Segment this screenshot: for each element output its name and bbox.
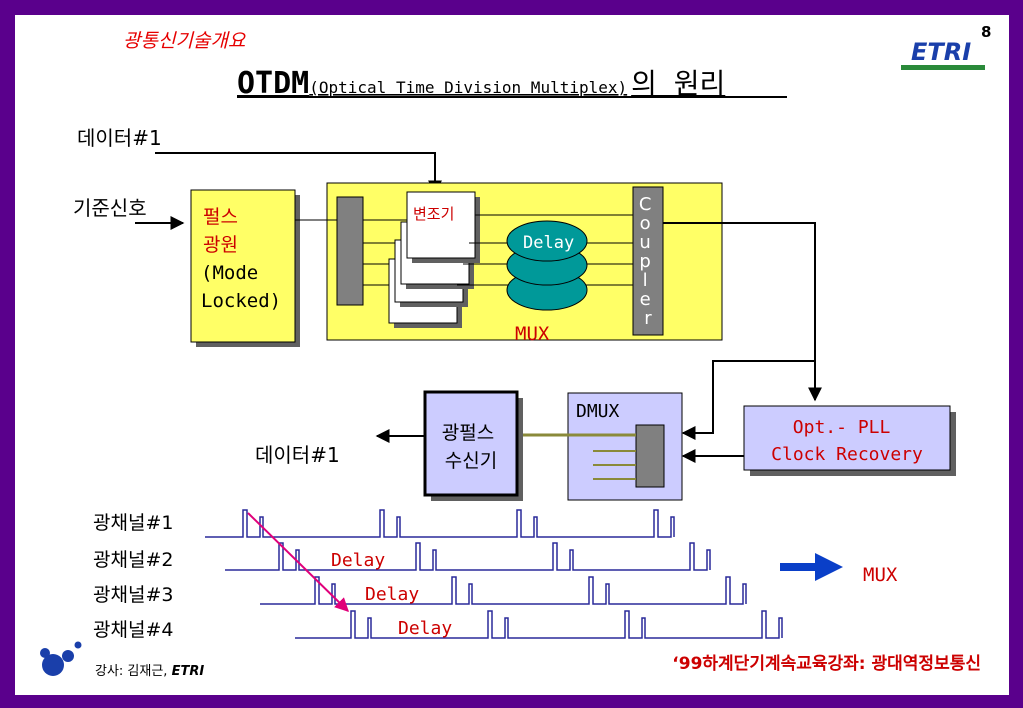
modulator-label: 변조기	[413, 205, 454, 223]
splitter-bar	[336, 196, 364, 306]
pulse-source-label: 펄스 광원	[203, 206, 244, 256]
course-label: ‘99하계단기계속교육강좌: 광대역정보통신	[672, 654, 981, 674]
delay-cylinder	[506, 220, 588, 311]
dmux-output-lines	[593, 450, 636, 480]
footer-logo	[40, 641, 82, 676]
category-label: 광통신기술개요	[123, 30, 247, 52]
coupler-to-pll-arrow	[663, 222, 822, 402]
dmux-splitter	[635, 424, 665, 488]
pll-box	[743, 405, 951, 471]
mux-result-arrow	[780, 553, 843, 581]
delay-label: Delay	[523, 233, 574, 253]
data-in-label: 데이터#1	[77, 126, 162, 150]
slide-canvas: 광통신기술개요 8 ETRI OTDM(Optical Time Divisio…	[40, 23, 991, 679]
channel-1-label: 광채널#1	[93, 512, 173, 534]
pulse-trains	[205, 509, 783, 639]
title-suffix: 의 원리	[631, 67, 725, 100]
pll-label: Opt.- PLL Clock Recovery	[771, 417, 923, 465]
delay-label-3: Delay	[365, 584, 419, 605]
dmux-label: DMUX	[576, 401, 620, 422]
etri-logo-bar	[901, 65, 985, 70]
pulse-train-4	[295, 610, 783, 639]
data-in-arrow	[155, 152, 442, 195]
pulse-source-box	[190, 189, 296, 343]
lecturer-label: 강사: 김재근, ETRI	[95, 664, 204, 679]
page-title: OTDM(Optical Time Division Multiplex)의 원…	[237, 66, 725, 101]
mux-label: MUX	[515, 323, 550, 345]
coupler-label: C o u p l e r	[639, 194, 657, 329]
pulse-source-mode: (Mode Locked)	[201, 262, 281, 312]
channel-2-label: 광채널#2	[93, 549, 173, 571]
pulse-train-1	[205, 509, 675, 538]
modulator-box	[406, 191, 476, 259]
channel-3-label: 광채널#3	[93, 584, 173, 606]
receiver-label: 광펄스 수신기	[442, 422, 501, 472]
delay-diagonal-arrow	[247, 512, 349, 612]
etri-logo-text: ETRI	[911, 38, 971, 66]
delay-label-4: Delay	[398, 618, 452, 639]
title-paren: (Optical Time Division Multiplex)	[309, 78, 627, 97]
ref-signal-label: 기준신호	[73, 196, 147, 220]
page-number: 8	[981, 23, 991, 41]
coupler-to-dmux-arrow	[681, 360, 815, 440]
slide: 광통신기술개요 8 ETRI OTDM(Optical Time Divisio…	[15, 15, 1009, 695]
etri-logo: ETRI	[901, 38, 985, 70]
pulse-train-2	[225, 542, 711, 571]
pulse-train-3	[260, 576, 747, 605]
mux-result-label: MUX	[863, 564, 898, 586]
title-main: OTDM	[237, 66, 309, 101]
data-out-label: 데이터#1	[255, 443, 340, 467]
coupler-bar	[632, 186, 664, 336]
modulator-stack	[388, 191, 480, 328]
receiver-box	[423, 390, 519, 497]
delay-label-2: Delay	[331, 550, 385, 571]
channel-4-label: 광채널#4	[93, 619, 173, 641]
